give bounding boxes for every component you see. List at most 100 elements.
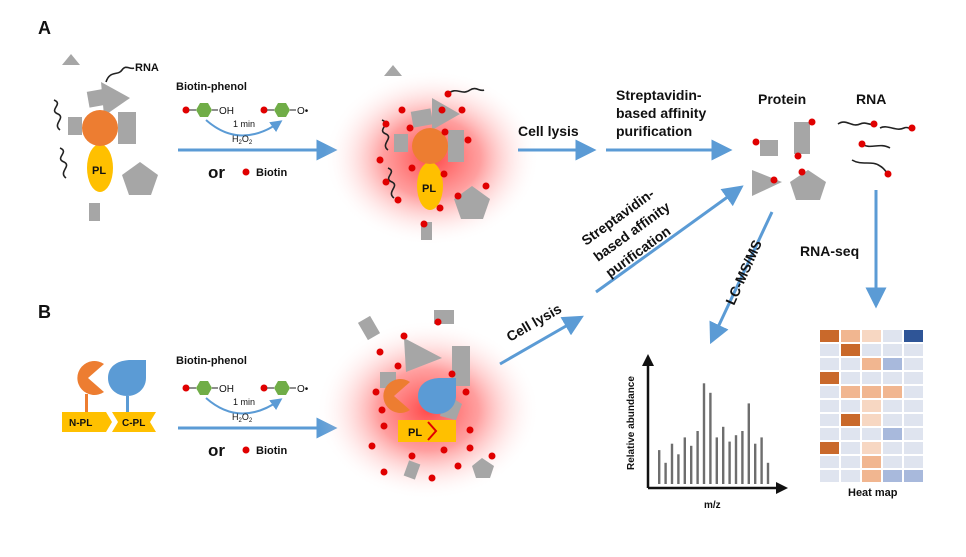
heatmap-cell [841,428,860,440]
reaction-b: Biotin-phenol OH O• 1 min H2O2 or Biotin [176,355,338,460]
protein-label: Protein [758,91,806,107]
n-pl-label: N-PL [69,418,92,429]
pl-label-a: PL [92,165,106,177]
rna-seq-label: RNA-seq [800,243,859,259]
heatmap-cell [904,456,923,468]
purification-path-a: Cell lysis Streptavidin- based affinity … [518,87,733,161]
heatmap-cell [883,456,902,468]
heatmap-cell [841,330,860,342]
heatmap-cell [883,372,902,384]
spectrum-peak [709,392,712,484]
heat-map [820,330,923,482]
heatmap-cell [904,386,923,398]
heatmap-cell [904,442,923,454]
biotin-label-a: Biotin [256,167,287,179]
lcms-arrow [709,211,774,345]
spectrum-peak [683,437,686,484]
spectrum-peak [760,437,763,484]
heatmap-cell [904,358,923,370]
pl-label-b: PL [408,427,422,439]
heatmap-cell [820,344,839,356]
pl-label-a2: PL [422,183,436,195]
cell-lysis-label-b: Cell lysis [504,300,565,344]
spectrum-ylabel: Relative abundance [626,376,637,470]
biotin-label-b: Biotin [256,445,287,457]
spectrum-peak [734,435,738,484]
heatmap-cell [904,400,923,412]
purification-path-b: Cell lysis Streptavidin- based affinity … [499,185,744,366]
time-label-a: 1 min [233,119,255,129]
heatmap-cell [883,428,902,440]
spectrum-peak [664,462,667,484]
streptavidin-label-a-2: based affinity [616,105,706,121]
mass-spectrum: Relative abundance m/z [626,354,788,511]
heatmap-cell [883,358,902,370]
heatmap-cell [862,456,881,468]
heatmap-cell [904,344,923,356]
heatmap-cell [841,386,860,398]
labeled-complex-a: PL [324,65,540,246]
spectrum-bars [658,383,770,484]
biotin-phenol-label-b: Biotin-phenol [176,355,247,367]
heatmap-cell [904,330,923,342]
spectrum-peak [702,383,706,484]
heatmap-cell [841,442,860,454]
heatmap-cell [883,344,902,356]
heatmap-cell [862,358,881,370]
spectrum-peak [658,450,661,484]
heatmap-cell [862,400,881,412]
rna-label: RNA [856,91,886,107]
panel-label-b: B [38,302,51,322]
heatmap-cell [820,442,839,454]
heatmap-cell [862,344,881,356]
heatmap-cell [883,330,902,342]
heatmap-cell [883,386,902,398]
spectrum-peak [741,431,744,484]
oh-label-a: OH [219,106,234,117]
heatmap-cell [820,358,839,370]
heatmap-cell [862,428,881,440]
heatmap-cell [862,330,881,342]
spectrum-xlabel: m/z [704,500,721,511]
heatmap-cell [862,414,881,426]
spectrum-peak [722,426,725,484]
heatmap-cell [820,470,839,482]
labeled-complex-b: PL [316,310,540,500]
spectrum-peak [715,437,718,484]
heatmap-cell [820,428,839,440]
heatmap-cell [841,400,860,412]
oh-label-b: OH [219,384,234,395]
c-pl-label: C-PL [122,418,145,429]
h2o2-label-b: H2O2 [232,412,253,424]
heatmap-cell [820,414,839,426]
heatmap-cell [904,428,923,440]
heatmap-cell [841,358,860,370]
heatmap-cell [841,344,860,356]
heatmap-cell [841,456,860,468]
heatmap-cell [820,456,839,468]
heatmap-cell [883,400,902,412]
h2o2-label-a: H2O2 [232,134,253,146]
heatmap-cell [862,470,881,482]
heatmap-cell [862,372,881,384]
o-radical-label-b: O• [297,384,309,395]
heatmap-cell [820,400,839,412]
streptavidin-label-a-3: purification [616,123,692,139]
spectrum-peak [747,403,750,484]
streptavidin-label-a-1: Streptavidin- [616,87,702,103]
spectrum-peak [754,443,757,484]
cell-lysis-label-a: Cell lysis [518,123,579,139]
time-label-b: 1 min [233,397,255,407]
spectrum-peak [690,445,693,484]
panel-label-a: A [38,18,51,38]
heatmap-cell [820,386,839,398]
spectrum-peak [766,462,770,484]
heatmap-cell [862,386,881,398]
spectrum-peak [696,431,699,484]
lcms-label: LC-MS/MS [722,237,765,307]
purified-products: Protein RNA [752,91,916,200]
rna-tag-label: RNA [135,62,159,74]
heatmap-cell [820,330,839,342]
